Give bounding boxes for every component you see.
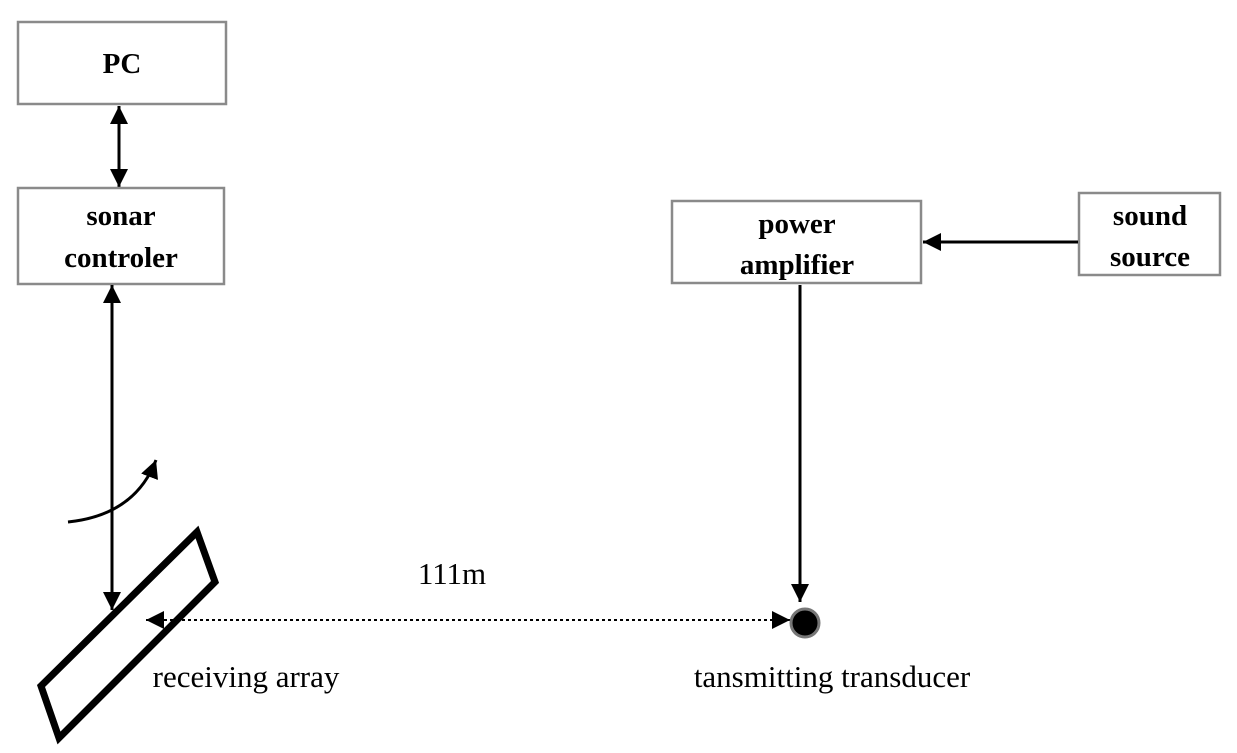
- power-amplifier-label-line1: power: [758, 208, 835, 240]
- sound-source-label-line2: source: [1110, 241, 1190, 273]
- rotation-arrow: [67, 459, 158, 524]
- sound-source-box: [1077, 191, 1222, 277]
- sonar-controller-box: [16, 186, 226, 286]
- pc-label: PC: [103, 48, 142, 80]
- sonar-controller-label-line2: controler: [64, 242, 178, 274]
- sonar-controller-block: sonar controler: [16, 186, 226, 286]
- power-amplifier-block: power amplifier: [670, 199, 923, 285]
- transmitting-transducer: [789, 607, 821, 639]
- receiving-array-label: receiving array: [153, 659, 340, 694]
- sound-source-block: sound source: [1077, 191, 1222, 277]
- sound-source-label-line1: sound: [1113, 200, 1187, 232]
- pc-block: PC: [16, 20, 228, 106]
- power-amplifier-box: [670, 199, 923, 285]
- distance-label: 111m: [418, 556, 486, 591]
- sonar-controller-label-line1: sonar: [86, 200, 155, 232]
- power-amplifier-label-line2: amplifier: [740, 249, 854, 281]
- pc-box: [16, 20, 228, 106]
- receiving-array: [36, 525, 220, 745]
- transmitting-transducer-label: tansmitting transducer: [694, 659, 971, 694]
